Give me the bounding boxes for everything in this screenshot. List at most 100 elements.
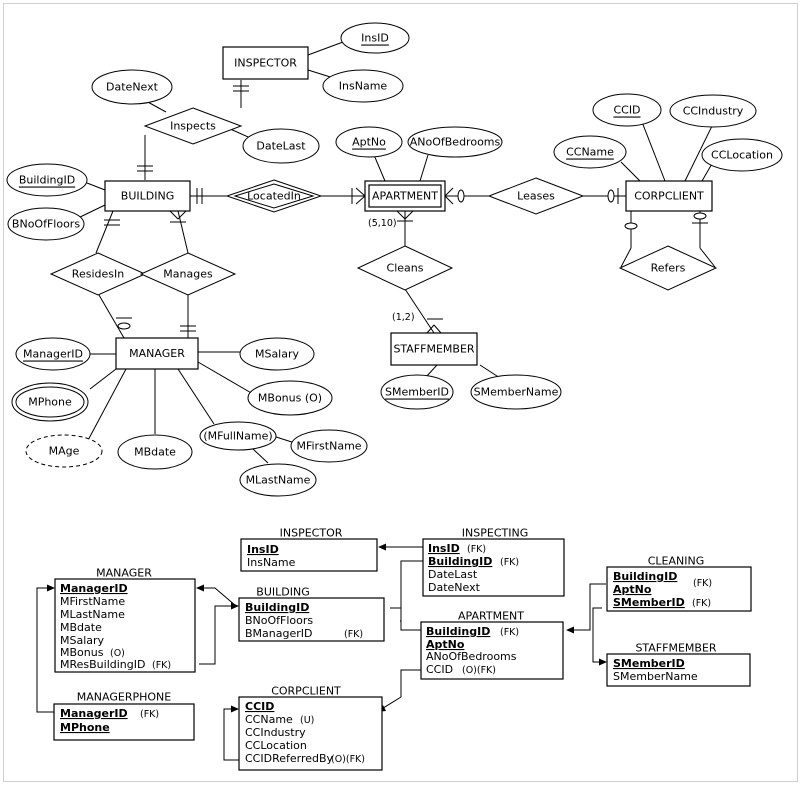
- entity-inspector[interactable]: INSPECTOR: [222, 46, 309, 80]
- table-column: InsName: [247, 556, 296, 569]
- table-column-note: (FK): [500, 627, 519, 638]
- attribute-ccid[interactable]: CCID: [592, 93, 662, 127]
- attribute-label: CCName: [566, 146, 614, 159]
- table-title: BUILDING: [256, 586, 309, 599]
- table-column: SMemberName: [613, 670, 698, 683]
- attribute-insname[interactable]: InsName: [322, 69, 404, 103]
- relationship-manages[interactable]: Manages: [139, 252, 237, 296]
- table-title: INSPECTOR: [280, 527, 343, 540]
- attribute-aptno[interactable]: AptNo: [335, 126, 403, 158]
- table-column: MBonus: [60, 646, 104, 659]
- entity-staffmember[interactable]: STAFFMEMBER: [390, 332, 478, 366]
- attribute-label: MAge: [49, 445, 80, 458]
- attribute-ccindustry[interactable]: CCIndustry: [669, 94, 757, 128]
- table-apartment[interactable]: APARTMENT BuildingID (FK) AptNo ANoOfBed…: [420, 610, 564, 680]
- relationship-residesin[interactable]: ResidesIn: [49, 252, 147, 296]
- attribute-label: InsID: [361, 32, 389, 45]
- entity-manager[interactable]: MANAGER: [115, 337, 199, 370]
- attribute-label: DateLast: [256, 140, 306, 153]
- attribute-smemberid[interactable]: SMemberID: [380, 374, 454, 410]
- table-column-note: (FK): [467, 544, 486, 555]
- table-cleaning[interactable]: CLEANING BuildingID AptNo (FK) SMemberID…: [606, 555, 752, 612]
- table-column: SMemberID: [613, 657, 685, 670]
- table-column: DateNext: [428, 581, 481, 594]
- table-staffmember[interactable]: STAFFMEMBER SMemberID SMemberName: [606, 642, 751, 687]
- table-column: ANoOfBedrooms: [426, 650, 517, 663]
- table-column: BuildingID: [426, 625, 490, 638]
- table-column-note: (FK): [152, 660, 171, 671]
- table-column: BuildingID: [428, 555, 492, 568]
- table-column-note: (FK): [344, 629, 363, 640]
- attribute-label: ANoOfBedrooms: [410, 136, 501, 149]
- attribute-label: MFirstName: [296, 440, 361, 453]
- table-column: MResBuildingID: [60, 658, 145, 671]
- table-column-note: (O): [110, 648, 125, 659]
- attribute-label: InsName: [339, 80, 388, 93]
- attribute-mbdate[interactable]: MBdate: [117, 434, 193, 470]
- table-title: CLEANING: [648, 555, 705, 568]
- attribute-mfirstname[interactable]: MFirstName: [290, 429, 368, 463]
- relationship-locatedin[interactable]: LocatedIn: [225, 179, 323, 213]
- table-column-note: (U): [300, 715, 314, 726]
- entity-corpclient[interactable]: CORPCLIENT: [625, 180, 713, 212]
- attribute-ccname[interactable]: CCName: [553, 135, 627, 169]
- table-column-note: (O)(FK): [331, 754, 365, 765]
- table-column: MLastName: [60, 608, 125, 621]
- table-manager[interactable]: MANAGER ManagerID MFirstName MLastName M…: [54, 567, 196, 673]
- attribute-cclocation[interactable]: CCLocation: [701, 138, 783, 172]
- attribute-label: SMemberID: [385, 386, 449, 399]
- table-column: ManagerID: [60, 582, 128, 595]
- table-column: InsID: [428, 542, 460, 555]
- attribute-label: (MFullName): [203, 430, 272, 443]
- table-building[interactable]: BUILDING BuildingID BNoOfFloors BManager…: [238, 586, 385, 642]
- attribute-mage[interactable]: MAge: [25, 434, 103, 468]
- attribute-mphone[interactable]: MPhone: [11, 382, 89, 422]
- attribute-insid[interactable]: InsID: [340, 22, 410, 54]
- entity-label: INSPECTOR: [234, 57, 297, 70]
- attribute-smembername[interactable]: SMemberName: [470, 374, 562, 410]
- attribute-bnoofloors[interactable]: BNoOfFloors: [7, 207, 85, 241]
- attribute-label: MLastName: [246, 474, 311, 487]
- attribute-label: CCLocation: [711, 149, 773, 162]
- optional-marker: [693, 212, 707, 220]
- table-column: MFirstName: [60, 595, 125, 608]
- attribute-datelast[interactable]: DateLast: [242, 128, 320, 164]
- attribute-managerid[interactable]: ManagerID: [15, 337, 91, 371]
- attribute-anoofbedrooms[interactable]: ANoOfBedrooms: [407, 126, 503, 158]
- relationship-label: Leases: [517, 190, 555, 203]
- optional-marker: [607, 189, 615, 203]
- attribute-label: MBdate: [134, 446, 176, 459]
- attribute-label: CCIndustry: [683, 105, 744, 118]
- entity-building[interactable]: BUILDING: [104, 180, 191, 212]
- table-inspecting[interactable]: INSPECTING InsID (FK) BuildingID (FK) Da…: [422, 527, 565, 597]
- relationship-inspects[interactable]: Inspects: [143, 107, 243, 145]
- relationship-refers[interactable]: Refers: [618, 245, 718, 291]
- attribute-mbonus[interactable]: MBonus (O): [247, 380, 333, 416]
- table-column: CCIDReferredBy: [245, 752, 334, 765]
- table-column-note: (FK): [692, 598, 711, 609]
- attribute-msalary[interactable]: MSalary: [239, 337, 315, 371]
- table-column: MPhone: [60, 721, 110, 734]
- attribute-label: MBonus (O): [258, 392, 322, 405]
- entity-label: MANAGER: [129, 347, 185, 360]
- table-managerphone[interactable]: MANAGERPHONE ManagerID (FK) MPhone: [53, 691, 195, 741]
- optional-marker: [117, 322, 131, 330]
- table-column: DateLast: [428, 568, 478, 581]
- table-inspector[interactable]: INSPECTOR InsID InsName: [240, 527, 378, 572]
- attribute-label: MSalary: [255, 348, 300, 361]
- table-column: BNoOfFloors: [245, 614, 313, 627]
- table-corpclient[interactable]: CORPCLIENT CCID CCName (U) CCIndustry CC…: [238, 685, 383, 771]
- attribute-label: BuildingID: [19, 174, 75, 187]
- entity-apartment[interactable]: APARTMENT: [364, 180, 446, 212]
- table-title: APARTMENT: [458, 610, 524, 623]
- relationship-label: Manages: [163, 268, 213, 281]
- attribute-mfullname[interactable]: (MFullName): [199, 421, 277, 451]
- diagram-frame: [3, 3, 798, 782]
- relationship-cleans[interactable]: Cleans: [356, 245, 454, 291]
- attribute-mlastname[interactable]: MLastName: [239, 463, 317, 497]
- attribute-datenext[interactable]: DateNext: [91, 69, 173, 105]
- attribute-buildingid[interactable]: BuildingID: [6, 163, 88, 197]
- table-column-note: (FK): [140, 709, 159, 720]
- relationship-leases[interactable]: Leases: [487, 177, 585, 215]
